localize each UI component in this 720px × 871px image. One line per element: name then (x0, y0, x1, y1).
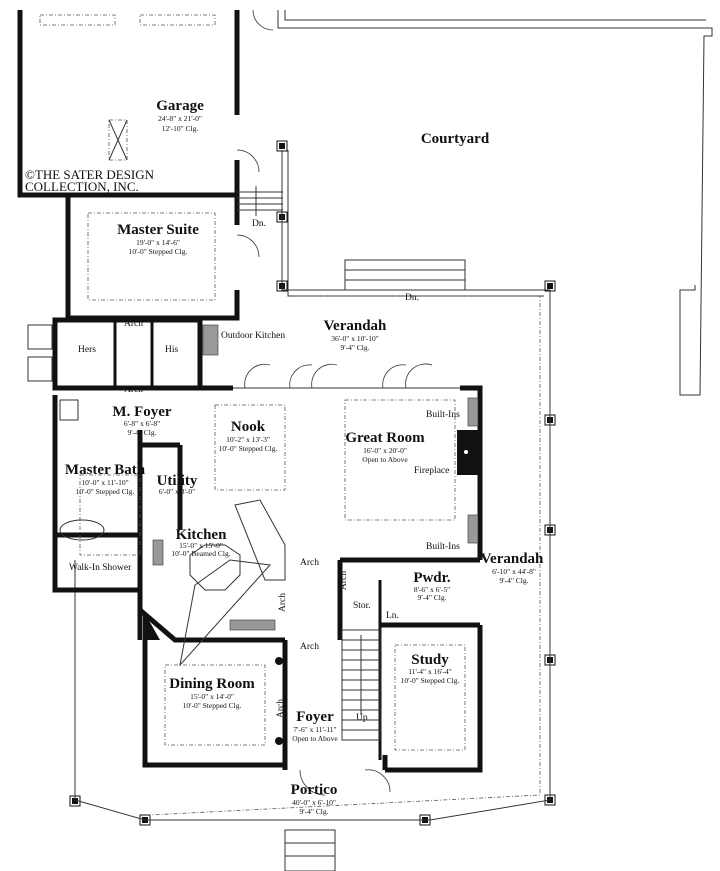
arch-label-closet-top: Arch (124, 319, 143, 329)
utility-dims: 6'-0" x 8'-0" (159, 487, 195, 496)
verandah-rear-ceiling: 9'-4" Clg. (341, 343, 370, 352)
great-room-label: Great Room (345, 430, 425, 446)
fireplace-icon (457, 397, 480, 544)
down-label-side: Dn. (252, 219, 266, 229)
arch-label-dining: Arch (276, 699, 286, 718)
powder-room-label: Pwdr. (413, 570, 451, 586)
built-ins-label-top: Built-Ins (426, 410, 460, 420)
copyright-line-1: ©THE SATER DESIGN (25, 167, 155, 182)
fireplace-label: Fireplace (414, 466, 449, 476)
closet-walls (27, 317, 219, 391)
foyer-label: Foyer (296, 709, 334, 725)
master-bath-dims: 10'-0" x 11'-10" (81, 478, 128, 487)
arch-label-foyer: Arch (300, 642, 319, 652)
verandah-side-label: Verandah (481, 551, 544, 567)
nook-ceiling: 10'-0" Stepped Clg. (219, 444, 278, 453)
his-closet-label: His (165, 345, 179, 355)
kitchen-label: Kitchen (176, 527, 227, 543)
powder-room-dims: 8'-6" x 6'-5" (414, 585, 450, 594)
verandah-rear-dims: 36'-0" x 10'-10" (331, 334, 379, 343)
built-ins-label-bottom: Built-Ins (426, 542, 460, 552)
walk-in-shower-label: Walk-In Shower (69, 563, 132, 573)
courtyard-outline (252, 9, 713, 396)
courtyard-label: Courtyard (421, 131, 490, 147)
main-house-walls (52, 318, 483, 773)
study-ceiling: 10'-0" Stepped Clg. (401, 676, 460, 685)
verandah-side-dims: 6'-10" x 44'-8" (492, 567, 536, 576)
copyright-line-2: COLLECTION, INC. (25, 179, 139, 194)
study-label: Study (411, 652, 449, 668)
kitchen-fixtures (143, 499, 286, 667)
hers-closet-label: Hers (78, 345, 96, 355)
arch-label-closet-bottom: Arch (124, 385, 143, 395)
master-suite-label: Master Suite (117, 222, 199, 238)
portico-label: Portico (291, 782, 338, 798)
foyer-dims: 7'-6" x 11'-11" (293, 725, 336, 734)
garage-dims: 24'-8" x 21'-0" (158, 114, 202, 123)
m-foyer-label: M. Foyer (112, 404, 171, 420)
great-room-ceiling: Open to Above (362, 455, 408, 464)
foyer-ceiling: Open to Above (292, 734, 338, 743)
dining-room-dims: 15'-0" x 14'-0" (190, 692, 234, 701)
verandah-posts (69, 140, 556, 826)
nook-dims: 10'-2" x 13'-3" (226, 435, 270, 444)
garage-label: Garage (156, 98, 204, 114)
linen-label: Ln. (386, 611, 399, 621)
staircase (341, 629, 381, 741)
master-suite-ceiling: 10'-0" Stepped Clg. (129, 247, 188, 256)
powder-room-ceiling: 9'-4" Clg. (418, 593, 447, 602)
arch-label-stair: Arch (339, 571, 349, 590)
up-label: Up (356, 713, 368, 723)
nook-label: Nook (231, 419, 266, 435)
dining-room-label: Dining Room (169, 676, 255, 692)
dining-room-ceiling: 10'-0" Stepped Clg. (183, 701, 242, 710)
verandah-rear-label: Verandah (324, 318, 387, 334)
portico-ceiling: 9'-4" Clg. (300, 807, 329, 816)
rear-doors (244, 363, 433, 796)
master-bath-ceiling: 10'-0" Stepped Clg. (76, 487, 135, 496)
down-label-verandah: Dn. (405, 293, 419, 303)
master-bath-label: Master Bath (65, 462, 146, 478)
verandah-side-ceiling: 9'-4" Clg. (500, 576, 529, 585)
verandah-steps (284, 259, 466, 871)
great-room-dims: 16'-0" x 20'-0" (363, 446, 407, 455)
foyer-columns (275, 657, 283, 745)
side-steps (237, 186, 283, 216)
m-foyer-dims: 6'-8" x 6'-8" (124, 419, 160, 428)
garage-walls (17, 10, 240, 198)
study-dims: 11'-4" x 16'-4" (408, 667, 452, 676)
portico-dims: 40'-0" x 6'-10" (292, 798, 336, 807)
kitchen-ceiling: 10'-0" Beamed Clg. (171, 549, 230, 558)
storage-label: Stor. (353, 601, 371, 611)
m-foyer-ceiling: 9'-4" Clg. (128, 428, 157, 437)
outdoor-kitchen-label: Outdoor Kitchen (221, 331, 285, 341)
utility-label: Utility (157, 473, 198, 489)
master-suite-dims: 19'-0" x 14'-6" (136, 238, 180, 247)
arch-label-kitchen: Arch (300, 558, 319, 568)
garage-ceiling: 12'-10" Clg. (162, 124, 199, 133)
kitchen-dims: 15'-0" x 15'-0" (179, 541, 223, 550)
arch-label-kitchen-side: Arch (278, 593, 288, 612)
